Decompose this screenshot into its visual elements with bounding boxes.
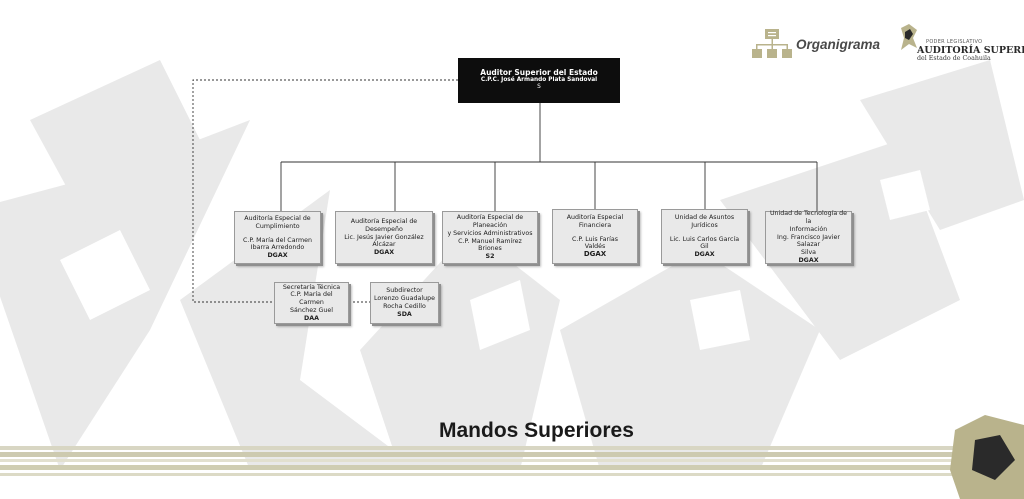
node-person-line: C.P. Luis Farías bbox=[571, 235, 619, 243]
node-person-line: Sánchez Guel bbox=[290, 306, 333, 314]
node-title-line: Cumplimiento bbox=[255, 222, 300, 230]
org-chart-icon bbox=[752, 29, 792, 58]
node-auditoria-financiera[interactable]: Auditoría Especial Financiera C.P. Luis … bbox=[552, 209, 638, 264]
node-title-line: Financiera bbox=[578, 221, 612, 229]
node-title-line: Desempeño bbox=[365, 225, 403, 233]
page-title: Mandos Superiores bbox=[439, 419, 634, 442]
node-asuntos-juridicos[interactable]: Unidad de Asuntos Jurídicos Lic. Luis Ca… bbox=[661, 209, 748, 264]
node-title-line: Secretaría Técnica bbox=[282, 283, 341, 291]
institution-line2: AUDITORÍA SUPERIOR bbox=[917, 45, 1024, 56]
node-title: Auditor Superior del Estado bbox=[480, 68, 598, 77]
node-person-line: Lic. Luis Carlos García Gil bbox=[669, 235, 740, 251]
node-person: C.P.C. José Armando Plata Sandoval bbox=[480, 77, 598, 83]
node-tecnologia-informacion[interactable]: Unidad de Tecnología de la Información I… bbox=[765, 210, 852, 264]
node-code: DAA bbox=[304, 314, 319, 322]
node-person-line: Silva bbox=[800, 249, 817, 257]
node-person-line: Valdés bbox=[584, 243, 606, 251]
node-code: DGAX bbox=[694, 251, 715, 259]
node-person-line: Rocha Cedillo bbox=[383, 303, 426, 310]
institution-line3: del Estado de Coahuila bbox=[917, 55, 991, 62]
node-secretaria-tecnica[interactable]: Secretaría Técnica C.P. María del Carmen… bbox=[274, 282, 349, 324]
node-code: S bbox=[537, 84, 541, 90]
node-code: DGAX bbox=[267, 252, 288, 260]
node-title-line: Subdirector bbox=[386, 287, 423, 295]
node-person-line: C.P. María del Carmen bbox=[242, 236, 313, 244]
node-person-line: Lic. Jesús Javier González bbox=[344, 233, 424, 241]
node-code: DGAX bbox=[798, 257, 819, 264]
node-auditoria-desempeno[interactable]: Auditoría Especial de Desempeño Lic. Jes… bbox=[335, 211, 433, 264]
node-title-line: Auditoría Especial de Planeación bbox=[456, 214, 524, 229]
section-label: Organigrama bbox=[796, 37, 881, 52]
node-code: S2 bbox=[485, 253, 495, 261]
corner-star-icon bbox=[950, 415, 1024, 499]
node-title-line: Auditoría Especial de bbox=[244, 215, 311, 222]
node-title-line: Auditoría Especial bbox=[566, 214, 624, 221]
institution-seal-icon bbox=[901, 24, 917, 50]
node-person-line: Alcázar bbox=[372, 241, 396, 249]
node-title-line: Auditoría Especial de bbox=[350, 218, 418, 225]
node-auditor-superior[interactable]: Auditor Superior del Estado C.P.C. José … bbox=[458, 58, 620, 103]
node-auditoria-planeacion[interactable]: Auditoría Especial de Planeación y Servi… bbox=[442, 211, 538, 264]
node-code: DGAX bbox=[583, 250, 607, 259]
node-person-line: Ing. Francisco Javier Salazar bbox=[777, 233, 840, 249]
node-person-line: C.P. María del Carmen bbox=[290, 291, 333, 307]
node-person-line: C.P. Manuel Ramírez Briones bbox=[458, 237, 522, 253]
node-subdirector[interactable]: Subdirector Lorenzo Guadalupe Rocha Cedi… bbox=[370, 282, 439, 324]
node-auditoria-cumplimiento[interactable]: Auditoría Especial de Cumplimiento C.P. … bbox=[234, 211, 321, 264]
node-title-line: y Servicios Administrativos bbox=[447, 229, 533, 237]
node-title-line: Unidad de Tecnología de la bbox=[769, 210, 848, 226]
node-title-line: Información bbox=[789, 225, 828, 233]
node-code: DGAX bbox=[373, 249, 395, 257]
node-person-line: Ibarra Arredondo bbox=[250, 244, 305, 252]
node-code: SDA bbox=[397, 310, 412, 318]
node-person-line: Lorenzo Guadalupe bbox=[374, 295, 435, 303]
node-title-line: Unidad de Asuntos Jurídicos bbox=[674, 214, 735, 229]
institution-line1: PODER LEGISLATIVO bbox=[926, 39, 983, 45]
